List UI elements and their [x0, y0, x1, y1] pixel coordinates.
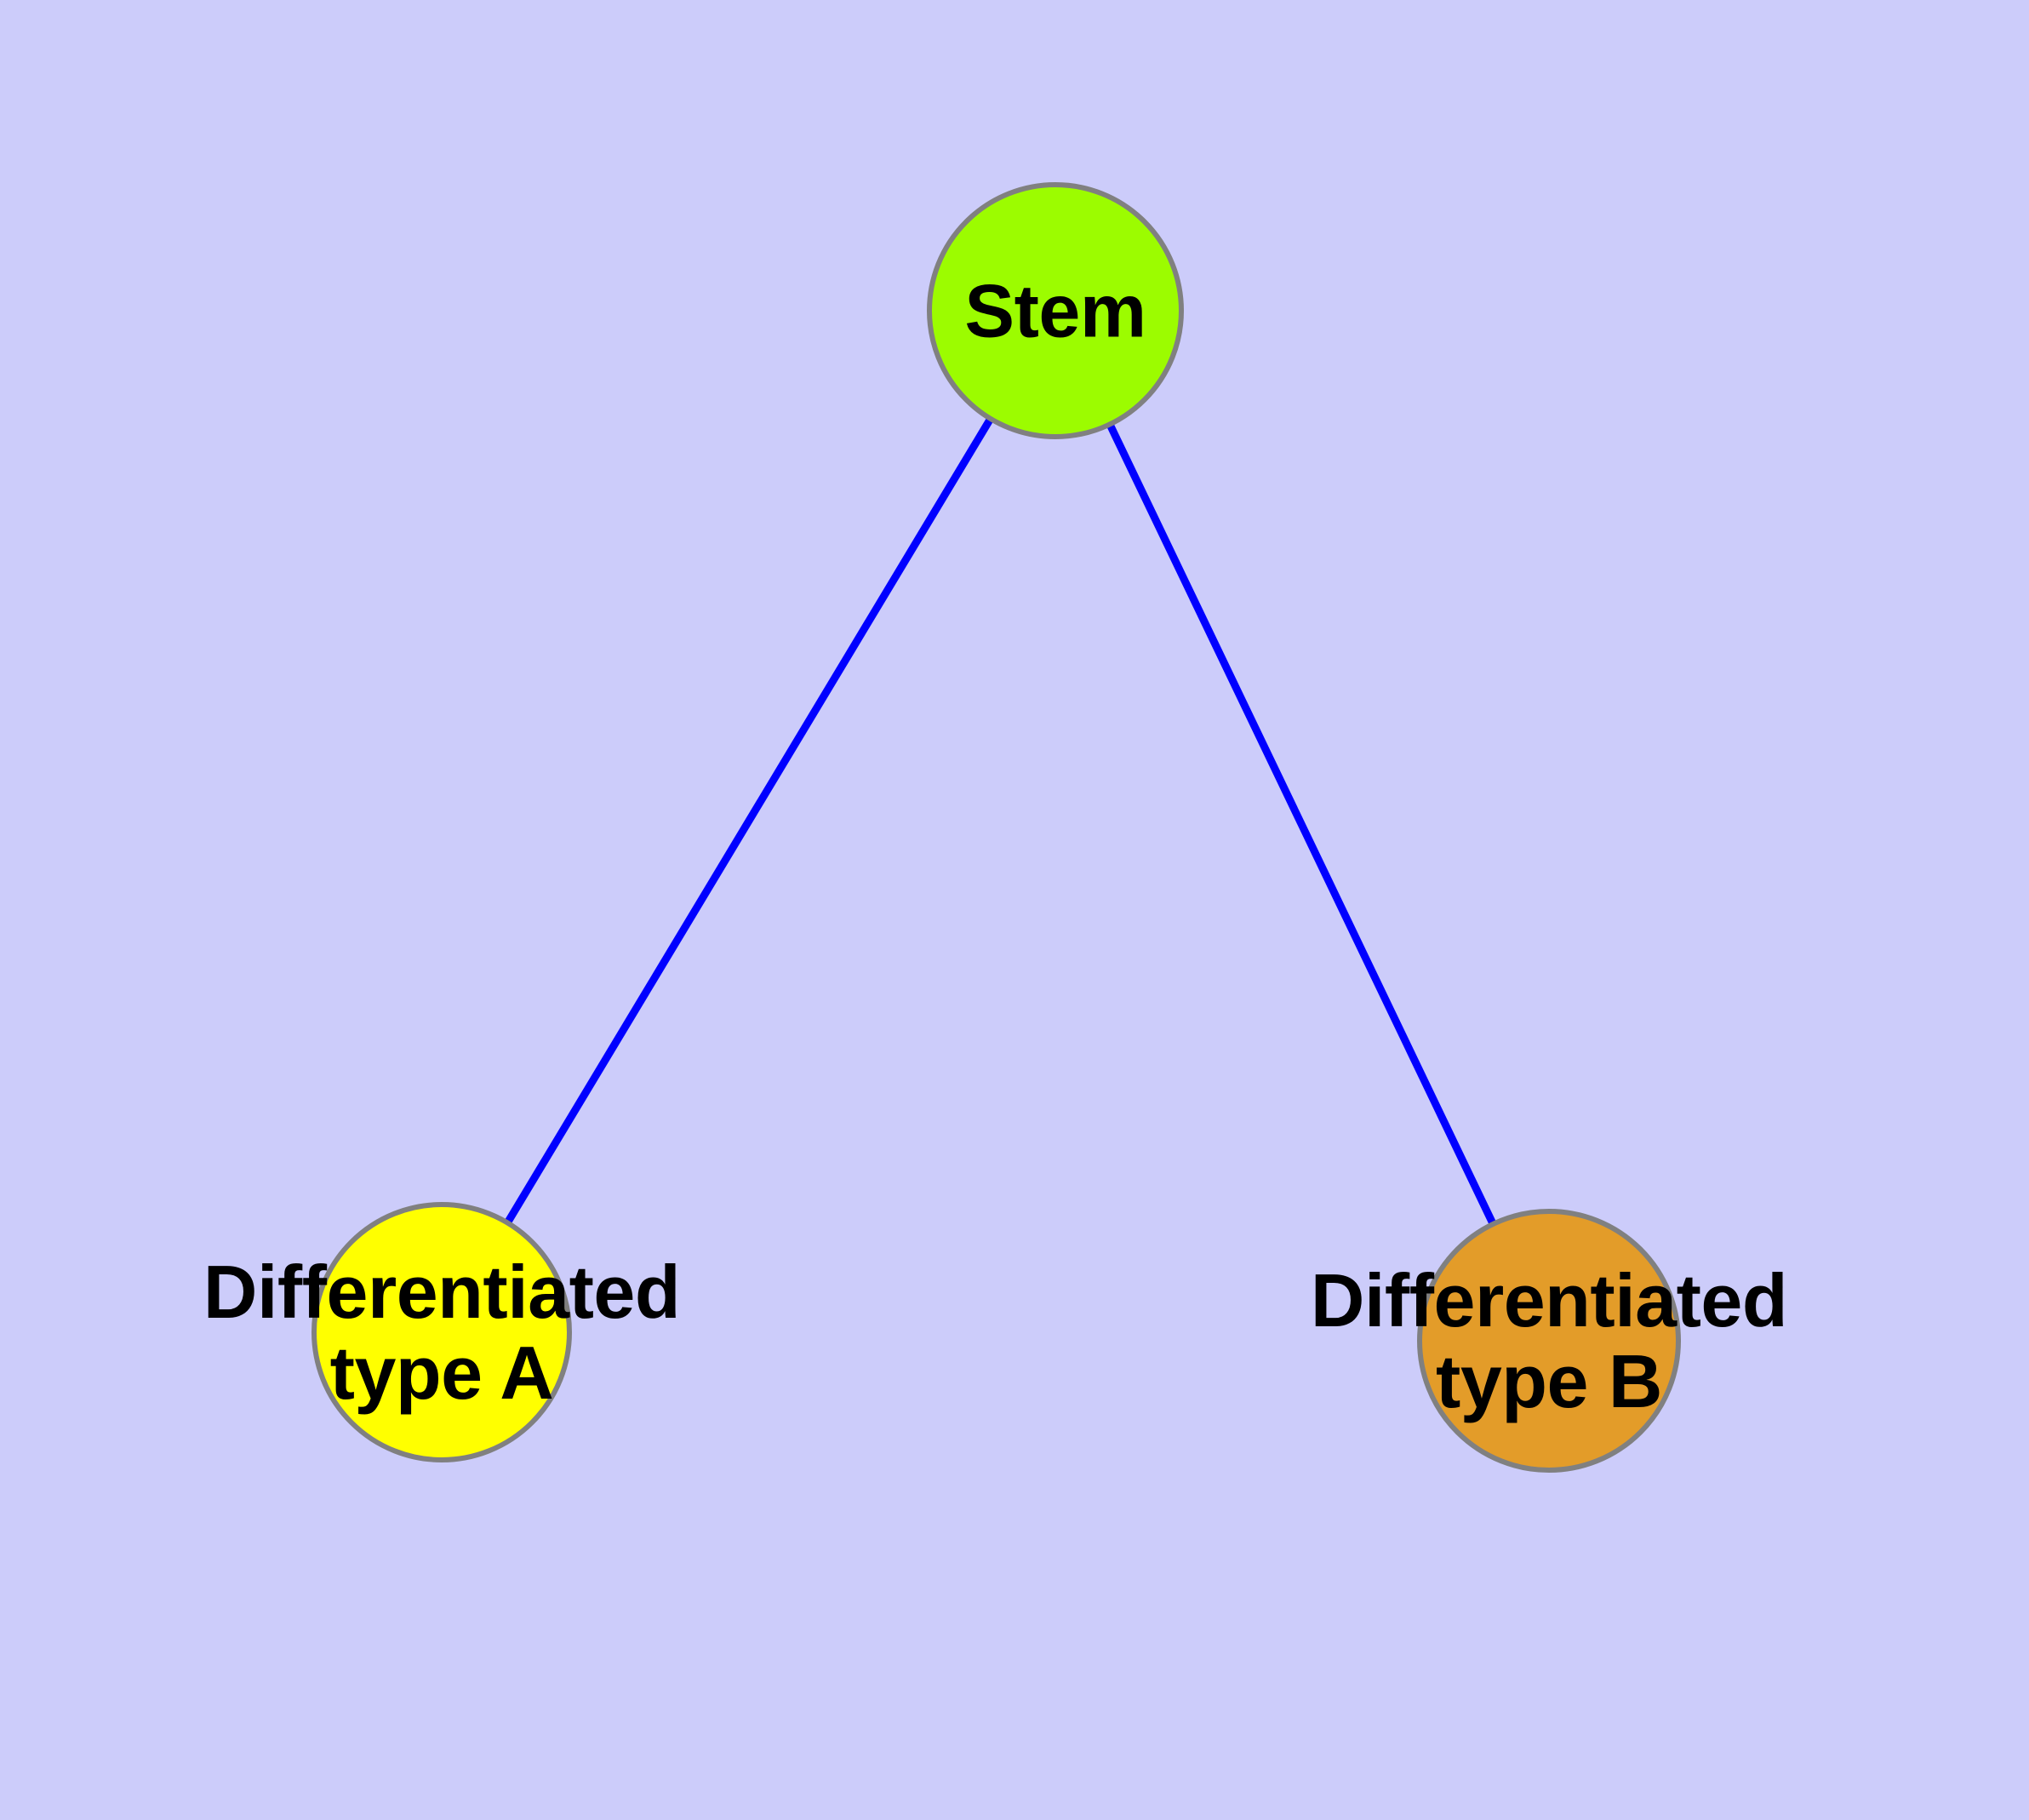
graph-node-stem[interactable] [927, 182, 1184, 439]
graph-edge-stem-to-diff-b [1106, 423, 1496, 1225]
graph-node-diff_a[interactable] [311, 1202, 572, 1462]
node-layer [311, 182, 1681, 1473]
edge-layer [504, 417, 1496, 1225]
graph-edge-stem-to-diff-a [504, 417, 994, 1224]
graph-node-diff_b[interactable] [1417, 1209, 1681, 1473]
